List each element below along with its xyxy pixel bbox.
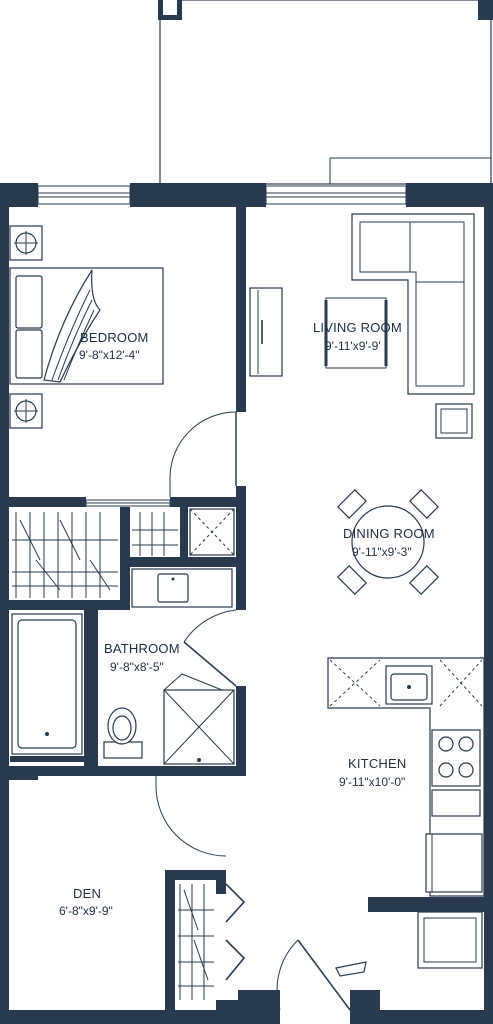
refrigerator xyxy=(425,833,483,893)
dining-chair xyxy=(337,489,439,595)
dining-room-name: DINING ROOM xyxy=(343,526,435,541)
dishwasher xyxy=(431,789,481,817)
range xyxy=(431,729,481,787)
washer-dryer xyxy=(417,911,483,969)
dining-room xyxy=(337,489,439,595)
sectional-sofa xyxy=(351,213,475,395)
living-room-name: LIVING ROOM xyxy=(313,320,402,335)
living-room-dims: 9'-11'x9'-9' xyxy=(325,339,381,353)
labels: BEDROOM 9'-8"x12'-4" LIVING ROOM 9'-11'x… xyxy=(59,320,435,918)
interior-walls xyxy=(0,207,246,1024)
pillow xyxy=(15,275,43,329)
bathroom-dims: 9'-8"x8'-5" xyxy=(110,660,164,674)
closet-door xyxy=(225,939,246,981)
side-table xyxy=(435,403,473,439)
bedroom-closet xyxy=(12,499,235,598)
entry-door xyxy=(276,939,367,1011)
living-room xyxy=(249,213,475,439)
media-unit xyxy=(249,287,283,377)
shower xyxy=(163,673,235,765)
bedroom-door-swing xyxy=(169,411,237,479)
kitchen xyxy=(327,657,485,969)
bedroom xyxy=(9,225,237,497)
bathroom-door-swing xyxy=(183,609,237,643)
balcony xyxy=(158,0,493,185)
den-name: DEN xyxy=(73,886,101,901)
bedroom-dims: 9'-8"x12'-4" xyxy=(79,348,139,362)
dining-room-dims: 9'-11"x9'-3" xyxy=(352,545,412,559)
kitchen-name: KITCHEN xyxy=(348,756,406,771)
window-bedroom xyxy=(37,185,131,205)
bathroom-name: BATHROOM xyxy=(104,641,180,656)
den xyxy=(155,776,246,1000)
toilet xyxy=(103,707,143,759)
nightstand-lamp xyxy=(9,225,43,261)
kitchen-dims: 9'-11"x10'-0" xyxy=(339,775,405,789)
nightstand-lamp xyxy=(9,393,43,429)
bedroom-name: BEDROOM xyxy=(80,330,149,345)
dining-table xyxy=(351,505,425,579)
bathroom xyxy=(10,568,237,765)
den-door-swing xyxy=(155,785,227,857)
pillow xyxy=(15,329,43,379)
window-living xyxy=(265,185,407,205)
closet-door xyxy=(225,883,246,923)
den-dims: 6'-8"x9'-9" xyxy=(59,904,113,918)
sink xyxy=(157,573,189,603)
